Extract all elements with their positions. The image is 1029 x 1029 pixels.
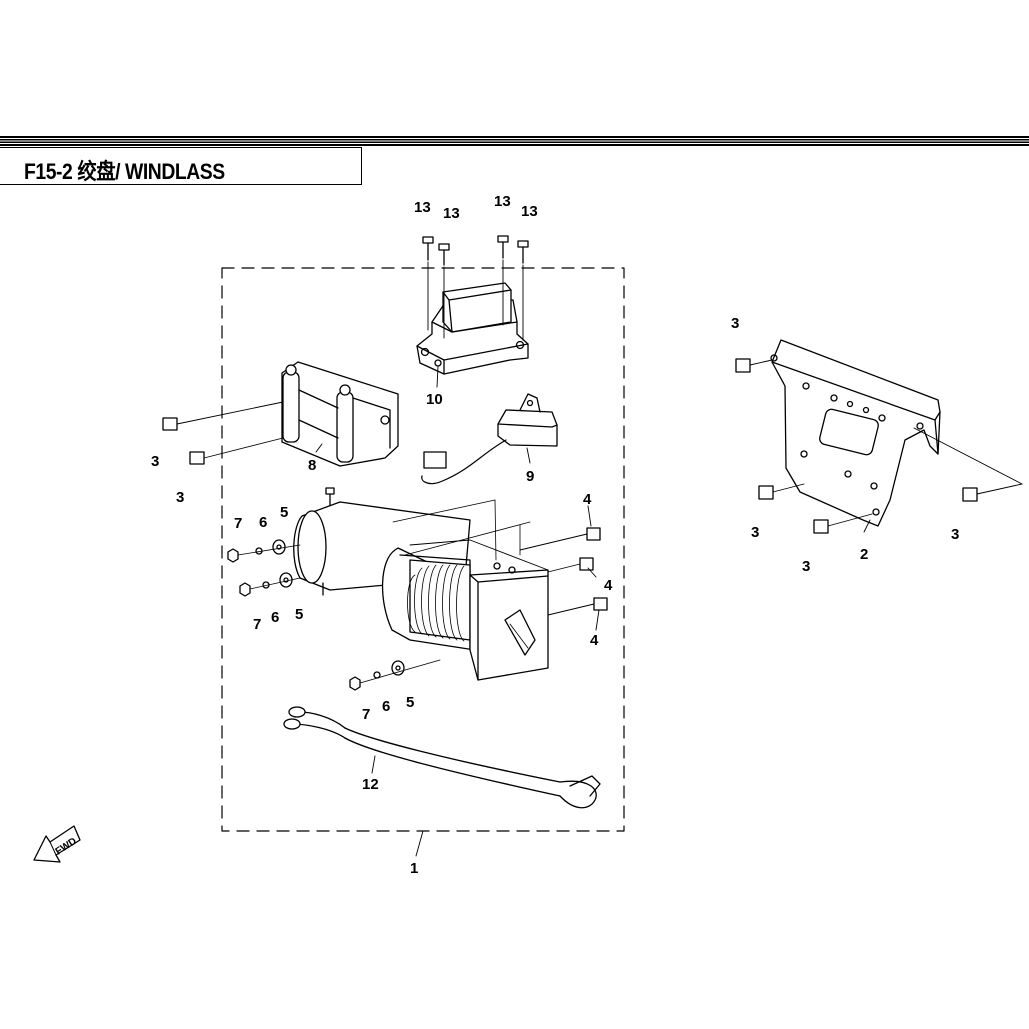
- callout-4c: 4: [590, 632, 599, 649]
- bolts-part-3-right: [735, 358, 1023, 534]
- title-box: F15-2 绞盘/ WINDLASS: [0, 147, 362, 185]
- callout-3d: 3: [751, 524, 759, 541]
- callout-6b: 6: [271, 609, 279, 626]
- control-box-part-10: [416, 282, 529, 375]
- page-title: F15-2 绞盘/ WINDLASS: [24, 159, 225, 184]
- callout-9: 9: [526, 468, 534, 485]
- callout-7a: 7: [234, 515, 242, 532]
- callout-13d: 13: [521, 203, 538, 220]
- callout-8: 8: [308, 457, 316, 474]
- callout-13a: 13: [414, 199, 431, 216]
- bolts-part-4: [519, 527, 608, 616]
- callout-3f: 3: [951, 526, 959, 543]
- header-rule-band: [0, 136, 1029, 146]
- callout-7b: 7: [253, 616, 261, 633]
- callout-4a: 4: [583, 491, 592, 508]
- callout-4b: 4: [604, 577, 613, 594]
- callout-5b: 5: [295, 606, 303, 623]
- forward-direction-arrow-icon: FWD: [33, 825, 81, 863]
- callout-3a: 3: [151, 453, 159, 470]
- callout-13b: 13: [443, 205, 460, 222]
- callout-7c: 7: [362, 706, 370, 723]
- leader-lines: [315, 366, 600, 857]
- nuts-washers-parts-5-6-7: [227, 539, 441, 691]
- callout-13c: 13: [494, 193, 511, 210]
- mounting-plate-part-2: [770, 339, 941, 527]
- fairlead-part-8: [281, 361, 399, 467]
- battery-cable-part-12: [283, 706, 601, 809]
- callout-5a: 5: [280, 504, 288, 521]
- callout-labels: 13 13 13 13 10 3 3 8 9 7 6 5 7 6 5 4 4 4…: [151, 193, 959, 877]
- bolts-part-3-left: [162, 401, 284, 465]
- callout-3b: 3: [176, 489, 184, 506]
- callout-3c: 3: [731, 315, 739, 332]
- callout-2: 2: [860, 546, 868, 563]
- callout-3e: 3: [802, 558, 810, 575]
- bolts-part-13: [422, 235, 529, 341]
- winch-main-body: [293, 487, 549, 681]
- callout-6c: 6: [382, 698, 390, 715]
- callout-12: 12: [362, 776, 379, 793]
- callout-10: 10: [426, 391, 443, 408]
- callout-6a: 6: [259, 514, 267, 531]
- callout-5c: 5: [406, 694, 414, 711]
- remote-switch-part-9: [421, 393, 558, 485]
- callout-1: 1: [410, 860, 418, 877]
